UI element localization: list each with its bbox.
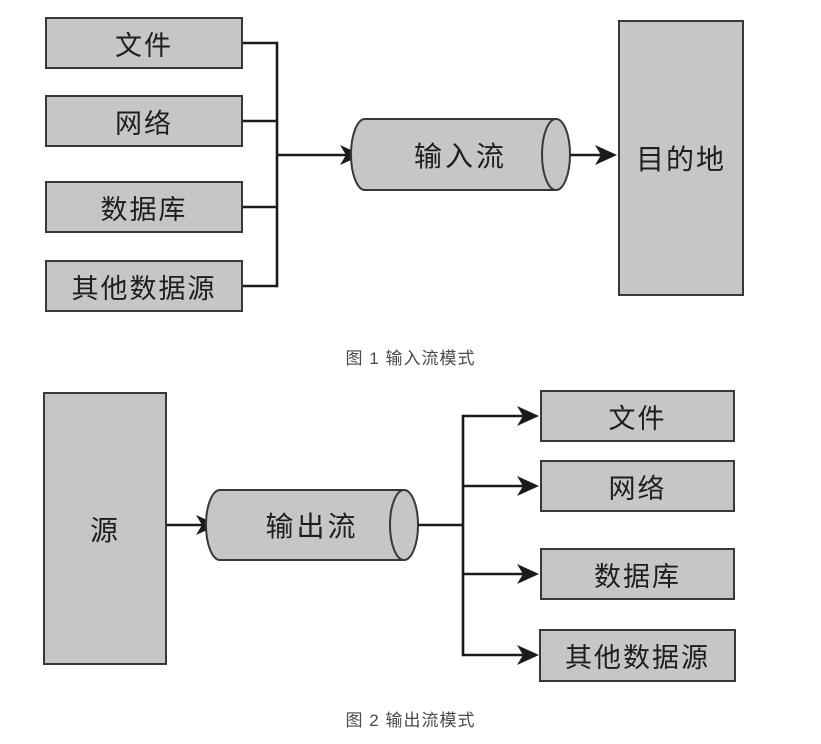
source-box-database: 数据库 bbox=[45, 181, 243, 233]
source-box-other-data-sources: 其他数据源 bbox=[45, 260, 243, 312]
figure-1-caption: 图 1 输入流模式 bbox=[345, 349, 476, 368]
target-box-file: 文件 bbox=[540, 390, 735, 442]
arrow-right-icon bbox=[570, 145, 617, 165]
arrow-right-icon bbox=[463, 406, 539, 426]
target-box-network: 网络 bbox=[540, 460, 735, 512]
target-box-other-data-sources: 其他数据源 bbox=[539, 629, 736, 682]
figure-2-caption: 图 2 输出流模式 bbox=[345, 711, 476, 730]
output-stream-cylinder-label: 输出流 bbox=[265, 512, 359, 543]
arrow-right-icon bbox=[463, 645, 539, 665]
target-box-database: 数据库 bbox=[540, 548, 735, 600]
arrow-right-icon bbox=[463, 476, 539, 496]
arrow-right-icon bbox=[463, 564, 539, 584]
cylinder-shape bbox=[350, 118, 571, 191]
cylinder-shape bbox=[205, 489, 419, 561]
source-box-file: 文件 bbox=[45, 17, 243, 69]
input-stream-cylinder-label: 输入流 bbox=[413, 141, 507, 173]
destination-box: 目的地 bbox=[618, 20, 744, 296]
source-box-network: 网络 bbox=[45, 95, 243, 147]
source-box: 源 bbox=[43, 392, 167, 665]
